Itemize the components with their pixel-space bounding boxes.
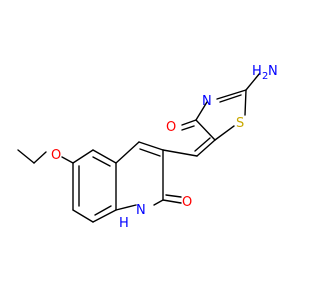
quinolinone-oxygen-label: O xyxy=(182,195,192,210)
quinolinone-hydrogen-label: H xyxy=(119,216,129,231)
bond-n3-c4 xyxy=(195,101,208,121)
bond-c2-oxygen-double xyxy=(165,194,182,198)
bond-c2-n3 xyxy=(216,89,247,100)
bond-c2-n1 xyxy=(153,199,164,206)
molecule-structure-diagram: H 2 N N S O O H N O xyxy=(17,64,278,231)
bond-oxygen-ch2 xyxy=(33,151,47,164)
thiazole-oxygen-label: O xyxy=(166,120,176,135)
bond-s1-c2 xyxy=(244,89,247,116)
bond-c5-methine-double xyxy=(194,137,211,152)
bond-c3-c4-double xyxy=(139,148,161,157)
bond-n1-c8a xyxy=(115,204,137,211)
bond-methine-c3 xyxy=(162,149,198,157)
thiazole-sulfur-label: S xyxy=(236,116,244,131)
quinolinone-nitrogen-label: N xyxy=(136,203,146,218)
bond-c6-oxygen xyxy=(61,156,74,164)
amine-nitrogen-label: N xyxy=(268,64,278,79)
bond-c4-c4a xyxy=(115,141,140,164)
bond-c4a-c5 xyxy=(92,149,117,164)
bond-c2-amine xyxy=(245,72,261,91)
bond-c5-methine xyxy=(196,139,216,157)
bond-c8-c8a xyxy=(92,209,117,223)
bond-c7-c8 xyxy=(72,209,94,223)
bond-c2-n3-double xyxy=(219,94,242,103)
thiazole-nitrogen-label: N xyxy=(202,94,212,109)
bond-c4-o-double xyxy=(181,125,195,131)
bond-ch2-ch3 xyxy=(17,149,35,164)
amine-subscript-label: 2 xyxy=(262,71,268,82)
bond-c4a-c5-double xyxy=(92,156,111,167)
bond-c5-s1 xyxy=(214,125,235,141)
amine-hydrogen-label: H xyxy=(252,64,262,79)
bond-c8-c8a-double xyxy=(94,205,112,216)
bond-c3-c4 xyxy=(138,141,164,151)
bond-c4-o xyxy=(181,119,197,126)
bond-c4-c5 xyxy=(195,119,216,141)
ethoxy-oxygen-label: O xyxy=(51,148,61,163)
bond-c5-c6 xyxy=(72,149,94,164)
bond-c2-oxygen xyxy=(162,199,182,204)
